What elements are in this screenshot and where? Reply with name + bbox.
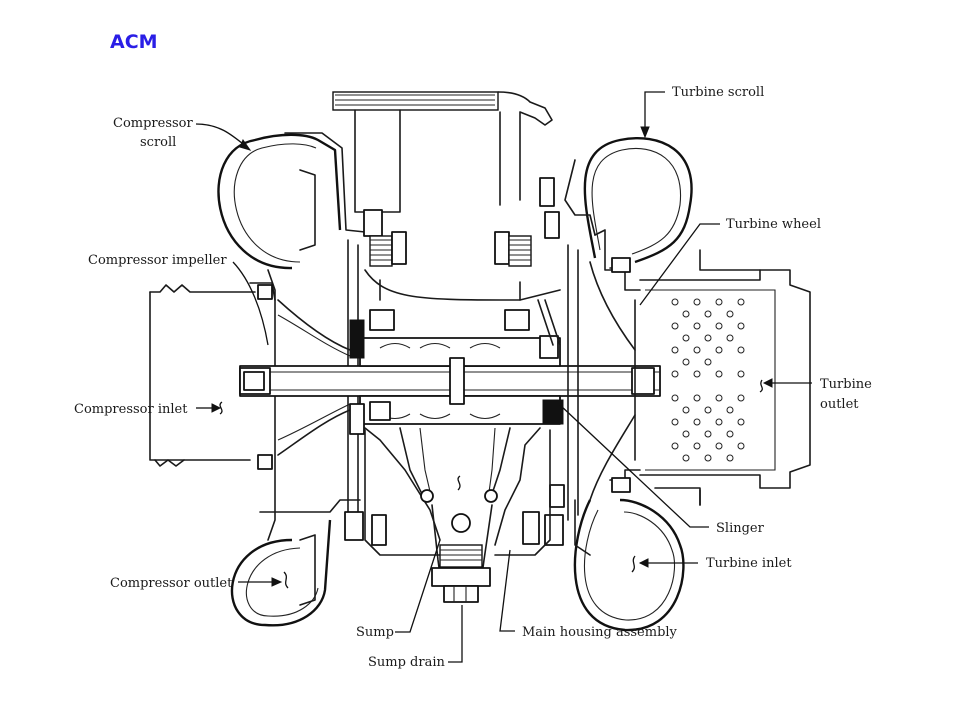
label-turbine-inlet: Turbine inlet: [706, 556, 792, 571]
diagram-title: ACM: [110, 31, 158, 53]
outlet-perforations: [671, 298, 745, 462]
turbine-scroll-top: [564, 137, 693, 271]
label-compressor-scroll-line2: scroll: [140, 135, 176, 150]
label-compressor-outlet: Compressor outlet: [110, 576, 233, 591]
compressor-inlet-duct: [149, 284, 256, 467]
compressor-scroll-top: [217, 132, 366, 270]
mounting-bracket: [332, 91, 553, 213]
label-turbine-outlet: Turbine: [820, 377, 872, 392]
label-compressor-scroll: Compressor: [113, 116, 193, 131]
turbine-outlet-duct: [639, 249, 811, 506]
label-sump-drain: Sump drain: [368, 655, 446, 670]
label-sump: Sump: [356, 625, 394, 640]
label-compressor-inlet: Compressor inlet: [74, 402, 188, 417]
label-main-housing-assembly: Main housing assembly: [522, 625, 678, 640]
label-turbine-outlet-line2: outlet: [820, 397, 859, 412]
compressor-scroll-bottom: [230, 499, 361, 627]
flow-arrows: [196, 378, 812, 589]
labels: Compressor scroll Turbine scroll Turbine…: [74, 85, 872, 670]
label-turbine-scroll: Turbine scroll: [672, 85, 764, 100]
label-compressor-impeller: Compressor impeller: [88, 253, 227, 268]
turbine-scroll-bottom: [573, 498, 685, 632]
sump: [431, 504, 493, 603]
turbine-wheel: [567, 244, 641, 521]
label-turbine-wheel: Turbine wheel: [726, 217, 821, 232]
leader-lines: [195, 91, 720, 663]
main-housing: [364, 269, 561, 556]
label-slinger: Slinger: [716, 521, 765, 536]
shaft-assembly: [239, 299, 661, 435]
